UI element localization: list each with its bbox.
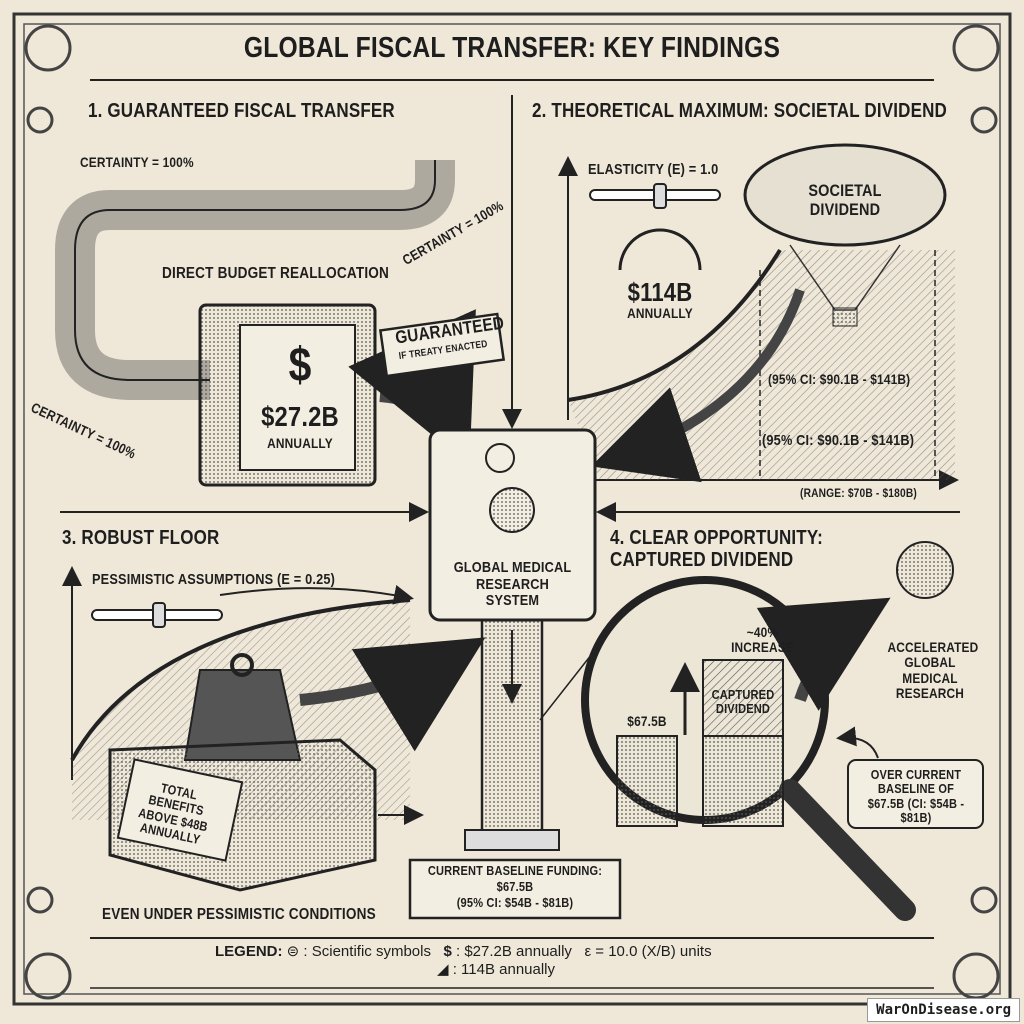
assumptions-label: Pessimistic Assumptions (ε = 0.25) xyxy=(92,571,336,588)
increase-label: ~40% Increase xyxy=(731,624,794,656)
baseline-ci: (95% CI: $54B - $81B) xyxy=(456,895,574,910)
elasticity-slider[interactable] xyxy=(588,184,723,210)
legend-item-scientific: : Scientific symbols xyxy=(303,943,431,960)
captured-bar-label: Captured Dividend xyxy=(711,687,775,717)
watermark: WarOnDisease.org xyxy=(867,998,1020,1022)
scientific-symbol-icon: ⊜ xyxy=(286,943,300,960)
callout-text: Over Current Baseline of $67.5B (CI: $54… xyxy=(867,767,965,825)
legend-dollar-icon: $ xyxy=(443,943,452,960)
ci-upper: (95% CI: $90.1B - $141B) xyxy=(768,371,911,387)
elasticity-label: Elasticity (ε) = 1.0 xyxy=(588,161,719,178)
legend-title: LEGEND: xyxy=(215,943,283,960)
certainty-label-top: Certainty = 100% xyxy=(80,154,194,170)
panel4-heading: 4. Clear Opportunity: Captured Dividend xyxy=(610,527,823,571)
pipe-label: Direct Budget Reallocation xyxy=(162,265,390,282)
page-title: Global Fiscal Transfer: Key Findings xyxy=(243,32,781,64)
range-label: (Range: $70B - $180B) xyxy=(800,486,917,500)
gear-icon xyxy=(24,24,1000,1000)
safe-value: $27.2B xyxy=(261,401,339,432)
legend-item-dollar: : $27.2B annually xyxy=(456,943,572,960)
hatch-triangle-icon: ◢ xyxy=(437,961,449,978)
globe-icon xyxy=(896,541,954,599)
panel3-footer: Even Under Pessimistic Conditions xyxy=(102,906,376,923)
legend-item-hatch: : 114B annually xyxy=(452,961,556,978)
baseline-title: Current Baseline Funding: xyxy=(427,863,603,878)
dividend-value: $114B xyxy=(627,277,693,307)
center-system-label: Global Medical Research System xyxy=(453,559,572,609)
dividend-unit: Annually xyxy=(627,305,693,321)
baseline-bar-label: $67.5B xyxy=(627,713,667,729)
panel3-heading: 3. Robust Floor xyxy=(62,527,220,549)
safe-unit: Annually xyxy=(267,435,333,451)
dollar-icon: $ xyxy=(288,339,312,392)
blimp xyxy=(743,143,947,247)
panel1-heading: 1. Guaranteed Fiscal Transfer xyxy=(88,100,395,122)
outcome-label: Accelerated Global Medical Research xyxy=(887,639,979,702)
callout-box xyxy=(847,759,984,829)
legend: LEGEND: ⊜ : Scientific symbols $ : $27.2… xyxy=(215,942,712,978)
baseline-banner xyxy=(408,858,622,920)
baseline-value: $67.5B xyxy=(496,879,534,894)
inner-frame xyxy=(23,23,1001,995)
panel2-heading: 2. Theoretical Maximum: Societal Dividen… xyxy=(532,100,947,122)
outer-frame xyxy=(12,12,1012,1006)
assumptions-slider[interactable] xyxy=(92,602,224,628)
ci-lower: (95% CI: $90.1B - $141B) xyxy=(762,432,915,449)
legend-item-elasticity: ε = 10.0 (X/B) units xyxy=(584,943,712,960)
blimp-label: Societal Dividend xyxy=(808,181,882,219)
